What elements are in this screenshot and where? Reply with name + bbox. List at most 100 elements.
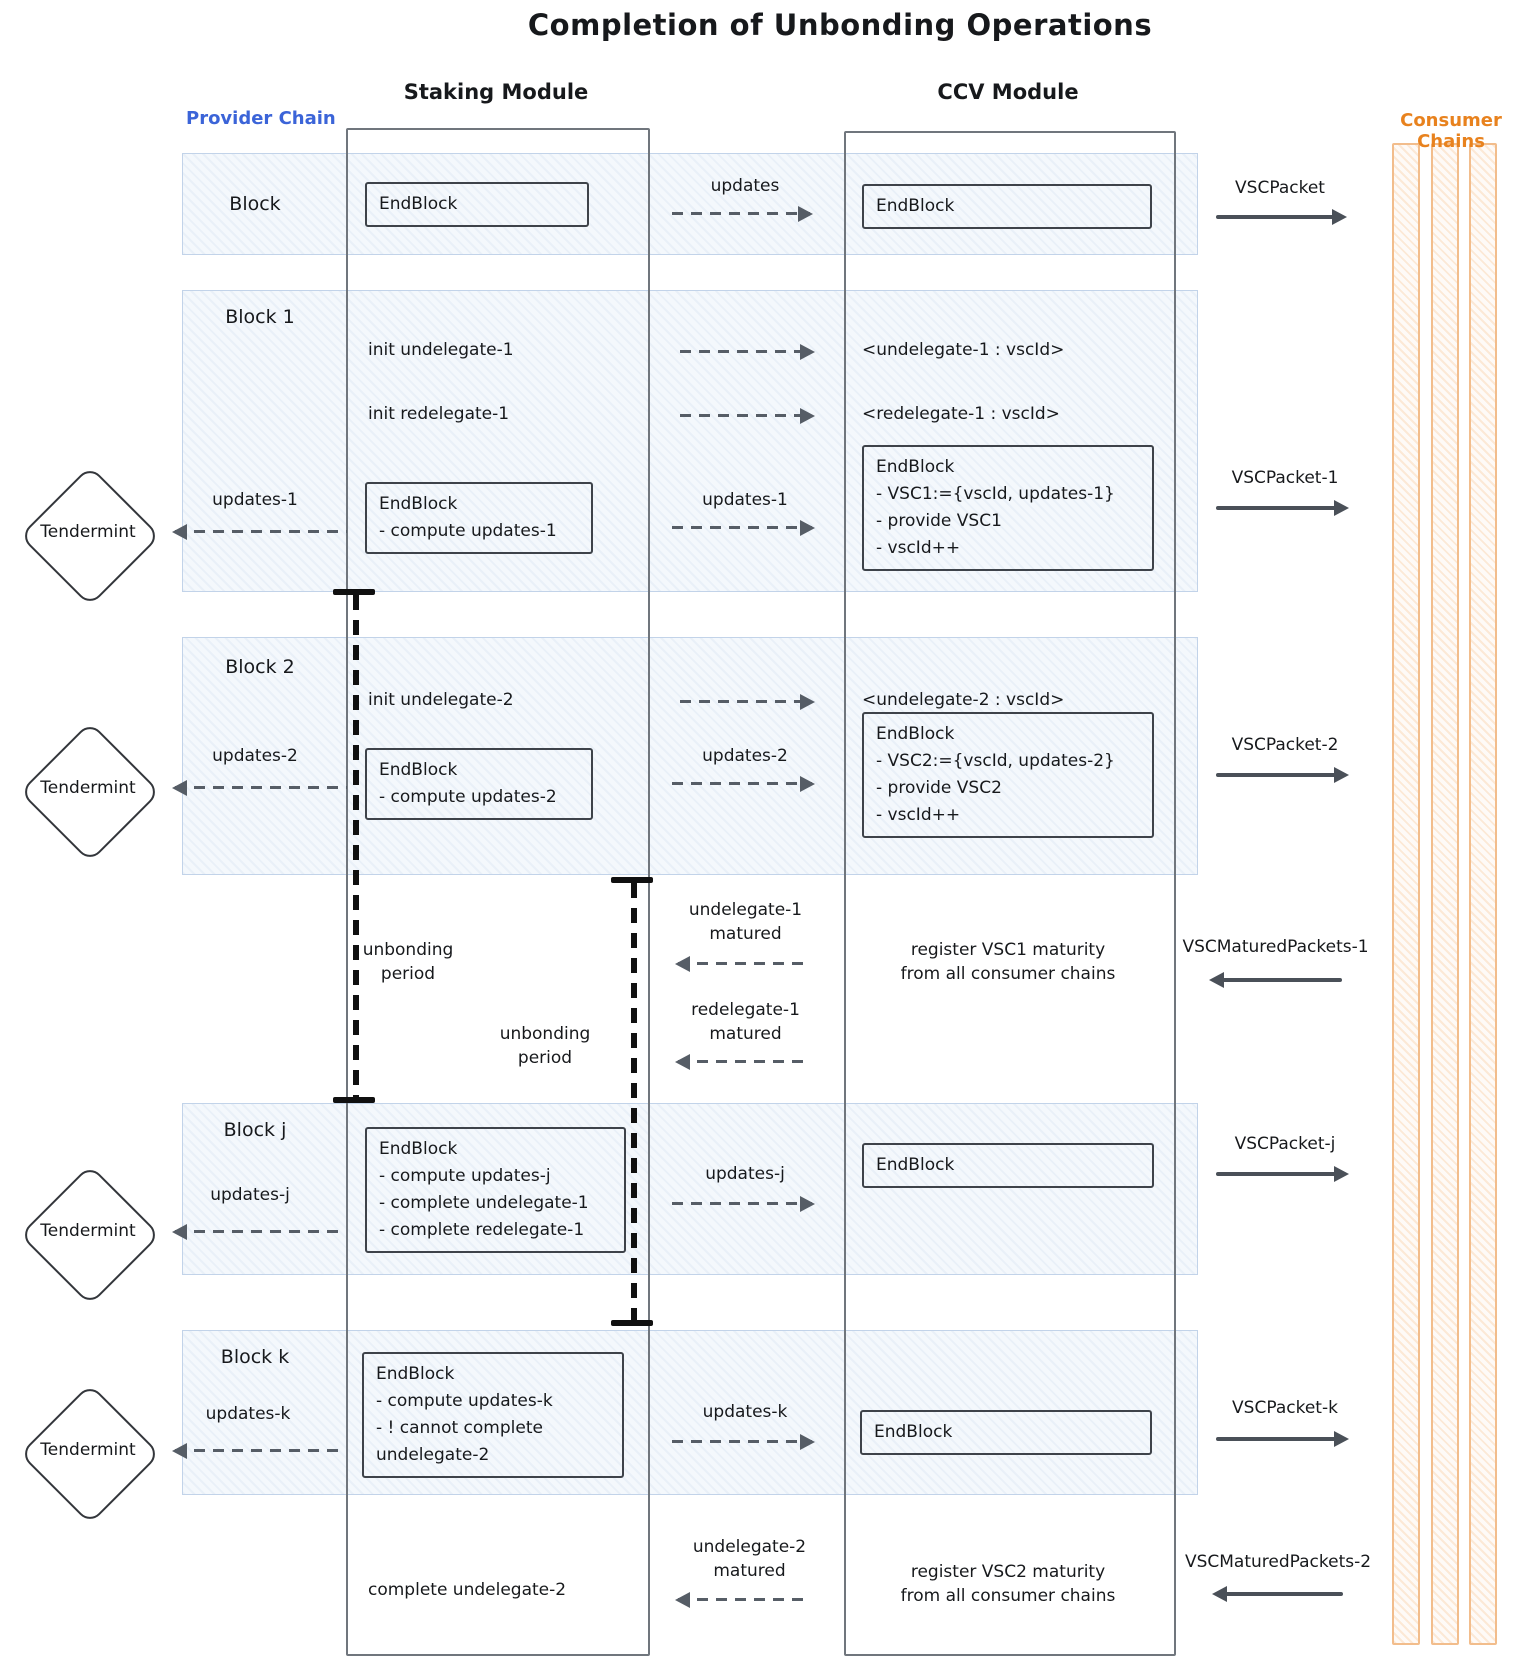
endblock-line: EndBlock — [379, 760, 458, 780]
register-line: register VSC2 maturity — [910, 1562, 1106, 1582]
block-2-label: Block 2 — [225, 656, 295, 678]
updates-2-left-arrow — [175, 786, 347, 789]
endblock-line: EndBlock — [876, 1155, 955, 1175]
period-word: period — [517, 1048, 573, 1068]
block-1-band — [182, 290, 1198, 592]
redelegate-1-matured-arrow — [678, 1060, 808, 1063]
staking-endblock-box: EndBlock — [365, 182, 589, 227]
updates-arrow — [672, 212, 810, 215]
unbonding-1-bottom-cap — [333, 1097, 375, 1103]
consumer-chain-bar-3 — [1469, 143, 1497, 1645]
init-undelegate-2-label: init undelegate-2 — [368, 690, 514, 710]
page-title: Completion of Unbonding Operations — [527, 8, 1153, 42]
updates-k-left-arrow — [175, 1449, 340, 1452]
vscpacket-k-label: VSCPacket-k — [1232, 1398, 1338, 1418]
updates-k-right-label: updates-k — [702, 1402, 788, 1422]
updates-2-right-arrow — [672, 782, 812, 785]
updates-1-left-arrow — [175, 530, 347, 533]
endblock-line: - VSC1:={vscId, updates-1} — [876, 484, 1115, 504]
vscmaturedpackets-1-label: VSCMaturedPackets-1 — [1182, 937, 1369, 957]
unbonding-1-top-cap — [333, 589, 375, 595]
ccv-module-header: CCV Module — [937, 80, 1079, 104]
vscpacket-j-arrow — [1216, 1172, 1346, 1176]
updates-1-right-label: updates-1 — [702, 490, 788, 510]
tendermint-label-3: Tendermint — [40, 1221, 136, 1241]
endblock-line: - VSC2:={vscId, updates-2} — [876, 751, 1115, 771]
register-vsc2-maturity-label: register VSC2 maturity from all consumer… — [862, 1560, 1154, 1608]
unbonding-2-top-cap — [611, 877, 653, 883]
ccv-endblock-box-1: EndBlock - VSC1:={vscId, updates-1} - pr… — [862, 445, 1154, 571]
block-j-label: Block j — [223, 1119, 287, 1141]
undelegate-1-matured-label: undelegate-1 matured — [668, 898, 823, 946]
updates-k-right-arrow — [672, 1440, 812, 1443]
matured-line: matured — [709, 1024, 782, 1044]
undelegate-1-matured-arrow — [678, 962, 808, 965]
vscpacket-j-label: VSCPacket-j — [1234, 1134, 1336, 1154]
consumer-chain-bar-2 — [1431, 143, 1459, 1645]
unbonding-2-line — [631, 883, 637, 1323]
vscpacket-label: VSCPacket — [1235, 178, 1325, 198]
updates-1-left-label: updates-1 — [212, 490, 298, 510]
consumer-chains-label: Consumer Chains — [1400, 110, 1502, 152]
vscpacket-2-arrow — [1216, 773, 1346, 777]
tendermint-label-1: Tendermint — [40, 522, 136, 542]
register-line: from all consumer chains — [900, 1586, 1116, 1606]
endblock-line: EndBlock — [876, 724, 955, 744]
init-redelegate-1-label: init redelegate-1 — [368, 404, 510, 424]
block-2-band — [182, 637, 1198, 875]
vscpacket-1-arrow — [1216, 506, 1346, 510]
ccv-endblock-box-2: EndBlock - VSC2:={vscId, updates-2} - pr… — [862, 712, 1154, 838]
staking-module-header: Staking Module — [403, 80, 589, 104]
unbonding-word: unbonding — [499, 1024, 591, 1044]
undelegate-1-vscid-label: <undelegate-1 : vscId> — [862, 340, 1065, 360]
updates-1-right-arrow — [672, 526, 812, 529]
updates-2-left-label: updates-2 — [212, 746, 298, 766]
endblock-line: EndBlock — [379, 494, 458, 514]
staking-module-lifeline — [346, 128, 650, 1656]
provider-chain-label: Provider Chain — [186, 108, 336, 129]
endblock-line: - compute updates-k — [376, 1391, 553, 1411]
block-band — [182, 153, 1198, 255]
vscmaturedpackets-1-arrow — [1212, 978, 1342, 982]
consumer-chain-bar-1 — [1392, 143, 1420, 1645]
vscpacket-1-label: VSCPacket-1 — [1231, 468, 1339, 488]
endblock-line: - complete redelegate-1 — [379, 1220, 585, 1240]
ccv-endblock-box: EndBlock — [862, 184, 1152, 229]
unbonding-period-1-label: unbonding period — [348, 938, 468, 986]
block-j-band — [182, 1103, 1198, 1275]
endblock-line: undelegate-2 — [376, 1445, 490, 1465]
tendermint-label-4: Tendermint — [40, 1440, 136, 1460]
endblock-line: - provide VSC2 — [876, 778, 1002, 798]
endblock-line: - vscId++ — [876, 538, 961, 558]
block-k-band — [182, 1330, 1198, 1495]
undelegate-2-vscid-label: <undelegate-2 : vscId> — [862, 690, 1065, 710]
block-label: Block — [229, 193, 281, 215]
staking-endblock-box-2: EndBlock - compute updates-2 — [365, 748, 593, 820]
period-word: period — [380, 964, 436, 984]
endblock-line: - ! cannot complete — [376, 1418, 543, 1438]
updates-j-right-label: updates-j — [705, 1164, 785, 1184]
endblock-line: EndBlock — [379, 1139, 458, 1159]
unbonding-word: unbonding — [362, 940, 454, 960]
complete-undelegate-2-label: complete undelegate-2 — [368, 1580, 567, 1600]
unbonding-2-bottom-cap — [611, 1320, 653, 1326]
init-redelegate-1-arrow — [680, 414, 812, 417]
ccv-endblock-box-j: EndBlock — [862, 1143, 1154, 1188]
ccv-module-lifeline — [844, 131, 1176, 1656]
vscpacket-2-label: VSCPacket-2 — [1231, 735, 1339, 755]
endblock-line: - provide VSC1 — [876, 511, 1002, 531]
undelegate-2-matured-label: undelegate-2 matured — [672, 1535, 827, 1583]
unbonding-1-line — [353, 595, 359, 1100]
staking-endblock-box-1: EndBlock - compute updates-1 — [365, 482, 593, 554]
register-line: from all consumer chains — [900, 964, 1116, 984]
staking-endblock-text: EndBlock — [379, 194, 458, 214]
ccv-endblock-text: EndBlock — [876, 196, 955, 216]
updates-label: updates — [710, 176, 780, 196]
block-k-label: Block k — [220, 1346, 290, 1368]
undelegate-2-matured-arrow — [678, 1598, 808, 1601]
updates-j-left-label: updates-j — [210, 1185, 290, 1205]
matured-line: matured — [713, 1561, 786, 1581]
ccv-endblock-box-k: EndBlock — [860, 1410, 1152, 1455]
vscpacket-arrow — [1216, 215, 1344, 219]
